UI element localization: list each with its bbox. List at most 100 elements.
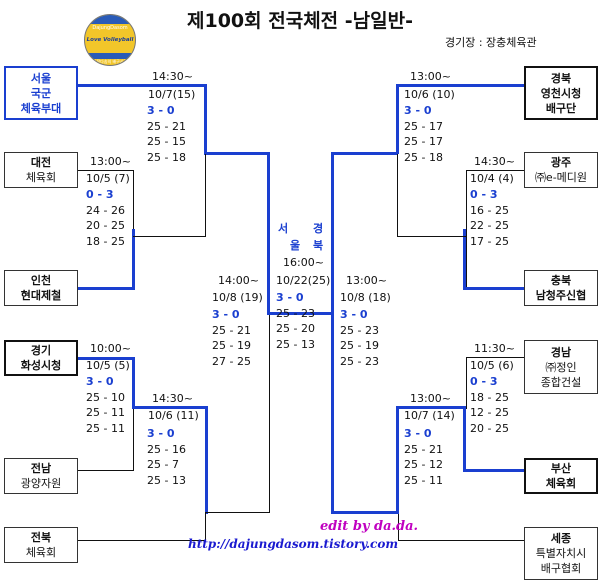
team-region: 서울 xyxy=(30,71,52,85)
bracket-line xyxy=(397,154,398,237)
set-score: 25 - 16 xyxy=(147,442,186,456)
bracket-line xyxy=(205,406,208,514)
bracket-line xyxy=(78,84,206,87)
bracket-line xyxy=(466,170,524,171)
team-busan: 부산 체육회 xyxy=(524,458,598,494)
bracket-line xyxy=(463,406,466,472)
team-gyeongnam: 경남 ㈜정인 종합건설 xyxy=(524,340,598,394)
bracket-line xyxy=(205,512,206,541)
set-score: 25 - 10 xyxy=(86,390,125,404)
bracket-line xyxy=(133,408,134,471)
team-name: 특별자치시 xyxy=(535,547,587,560)
set-score: 16 - 25 xyxy=(470,203,509,217)
bracket-line xyxy=(397,236,466,237)
bracket-line xyxy=(204,84,207,154)
match-time: 13:00~ xyxy=(410,70,451,83)
champion-label: 북 xyxy=(313,239,324,252)
team-name: 영천시청 xyxy=(540,86,582,100)
match-date: 10/8 (18) xyxy=(340,291,391,304)
champion-label: 서 xyxy=(278,222,289,235)
team-name: 현대제철 xyxy=(20,289,62,302)
set-score: 24 - 26 xyxy=(86,203,125,217)
match-date: 10/5 (5) xyxy=(86,359,130,372)
set-score: 25 - 15 xyxy=(147,135,186,148)
set-score: 25 - 17 xyxy=(404,135,443,148)
bracket-line xyxy=(78,357,135,360)
team-region: 세종 xyxy=(550,532,572,545)
team-name: 종합건설 xyxy=(540,375,582,389)
set-score: 25 - 18 xyxy=(147,150,186,164)
team-region: 충북 xyxy=(550,274,572,287)
logo-main-text: Love Volleyball xyxy=(86,37,134,43)
credit-link[interactable]: http://dajungdasom.tistory.com xyxy=(188,537,399,551)
set-score: 17 - 25 xyxy=(470,234,509,248)
set-score: 22 - 25 xyxy=(470,219,509,232)
logo-bottom-text: 다정다솜의 배구사랑 xyxy=(92,59,128,64)
match-score: 3 - 0 25 - 17 25 - 17 25 - 18 xyxy=(404,103,443,165)
set-score: 18 - 25 xyxy=(86,234,125,248)
bracket-line xyxy=(331,511,399,514)
match-time: 13:00~ xyxy=(346,274,387,287)
bracket-line xyxy=(396,406,466,409)
match-total: 0 - 3 xyxy=(470,375,498,388)
team-name: 체육회 xyxy=(25,546,57,559)
team-name: 체육부대 xyxy=(20,101,62,115)
bracket-line xyxy=(463,469,524,472)
team-region: 경기 xyxy=(30,344,52,357)
match-total: 3 - 0 xyxy=(340,308,368,321)
bracket-line xyxy=(205,512,270,513)
bracket-line xyxy=(267,312,333,315)
team-gyeonggi: 경기 화성시청 xyxy=(4,340,78,376)
bracket-line xyxy=(463,287,524,290)
set-score: 25 - 21 xyxy=(212,323,251,337)
champion-label: 울 xyxy=(290,239,301,252)
set-score: 25 - 23 xyxy=(340,323,379,337)
match-total: 3 - 0 xyxy=(147,104,175,117)
set-score: 25 - 11 xyxy=(86,421,125,435)
bracket-line xyxy=(78,470,134,471)
bracket-line xyxy=(466,357,524,358)
set-score: 25 - 11 xyxy=(86,406,125,419)
set-score: 25 - 23 xyxy=(276,306,315,320)
set-score: 25 - 21 xyxy=(404,442,443,456)
team-region: 경북 xyxy=(550,71,572,85)
bracket-line xyxy=(331,312,334,514)
bracket-line xyxy=(396,84,524,87)
set-score: 25 - 18 xyxy=(404,150,443,164)
bracket-line xyxy=(132,406,208,409)
match-total: 3 - 0 xyxy=(404,104,432,117)
set-score: 25 - 17 xyxy=(404,119,443,133)
match-date: 10/5 (7) xyxy=(86,172,130,185)
team-region: 부산 xyxy=(550,462,572,475)
set-score: 25 - 11 xyxy=(404,473,443,487)
set-score: 20 - 25 xyxy=(470,421,509,435)
team-name: 남청주신협 xyxy=(535,289,587,302)
set-score: 25 - 12 xyxy=(404,458,443,471)
team-name: ㈜정인 xyxy=(545,360,577,374)
match-total: 3 - 0 xyxy=(147,427,175,440)
set-score: 25 - 19 xyxy=(212,339,251,352)
bracket-line xyxy=(463,229,466,290)
set-score: 18 - 25 xyxy=(470,390,509,404)
team-gwangju: 광주 ㈜e-메디원 xyxy=(524,152,598,188)
team-region: 전북 xyxy=(30,531,52,544)
match-time: 10:00~ xyxy=(90,342,131,355)
bracket-line xyxy=(269,312,270,513)
match-date: 10/6 (11) xyxy=(148,409,199,422)
team-gyeongbuk: 경북 영천시청 배구단 xyxy=(524,66,598,120)
team-incheon: 인천 현대제철 xyxy=(4,270,78,306)
bracket-line xyxy=(78,540,206,541)
team-name: 배구협회 xyxy=(540,562,582,575)
bracket-line xyxy=(78,170,134,171)
team-region: 전남 xyxy=(30,462,52,475)
match-time: 14:30~ xyxy=(152,70,193,83)
page-title: 제100회 전국체전 -남일반- xyxy=(187,10,413,32)
